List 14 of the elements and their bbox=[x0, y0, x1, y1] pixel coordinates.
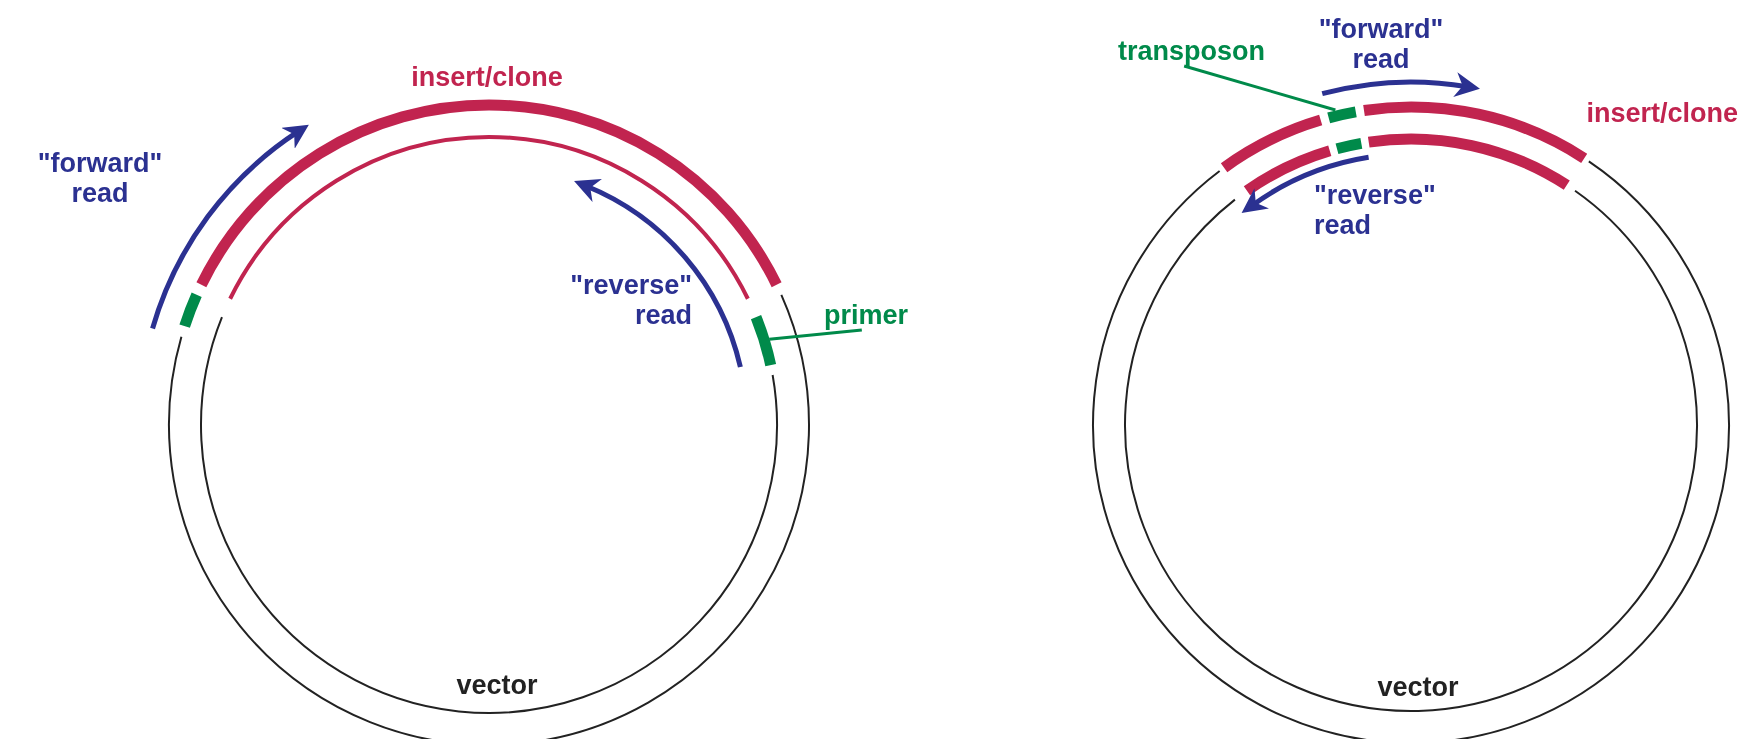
insert-label: insert/clone bbox=[411, 62, 563, 92]
node-label: transposon bbox=[1118, 36, 1265, 66]
read-label: "reverse" read bbox=[1314, 180, 1436, 240]
read-label: "reverse" read bbox=[570, 270, 692, 330]
node-label: primer bbox=[824, 300, 909, 330]
primer-segment bbox=[750, 315, 777, 367]
insert-label: insert/clone bbox=[1586, 98, 1738, 128]
read-label: "forward" read bbox=[37, 148, 163, 208]
read-label: "forward" read bbox=[1318, 14, 1444, 74]
primer-segment bbox=[1327, 106, 1357, 124]
vector-label: vector bbox=[1377, 672, 1459, 702]
leader-line bbox=[1183, 64, 1336, 112]
leader-line bbox=[769, 328, 862, 341]
vector-label: vector bbox=[456, 670, 538, 700]
